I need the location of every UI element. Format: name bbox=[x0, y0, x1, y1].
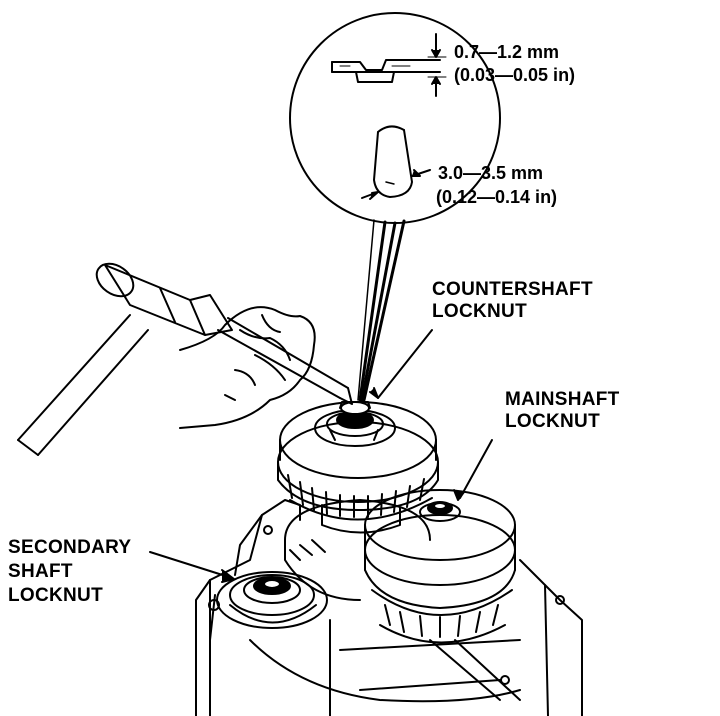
secondary-label-line1: SECONDARY bbox=[8, 537, 132, 558]
leader-lines bbox=[149, 329, 493, 583]
mainshaft-gear-icon bbox=[364, 489, 516, 644]
countershaft-label-line1: COUNTERSHAFT bbox=[432, 279, 593, 300]
idler-gear-icon bbox=[284, 499, 431, 601]
staked-section-icon bbox=[331, 33, 447, 97]
mainshaft-label-line1: MAINSHAFT bbox=[505, 389, 620, 410]
secondary-label-line2: SHAFT bbox=[8, 561, 73, 582]
hand-icon bbox=[179, 306, 316, 429]
stake-depth-imperial: (0.03—0.05 in) bbox=[454, 65, 576, 85]
locknut-icon bbox=[314, 401, 396, 447]
punch-tip-imperial: (0.12—0.14 in) bbox=[436, 187, 558, 207]
punch-tool-icon bbox=[217, 317, 353, 405]
countershaft-label-line2: LOCKNUT bbox=[432, 301, 527, 322]
punch-tip-icon bbox=[361, 125, 431, 200]
punch-tip-metric: 3.0—3.5 mm bbox=[438, 163, 544, 183]
countershaft-gear-icon bbox=[277, 401, 439, 534]
hammer-icon bbox=[17, 262, 233, 456]
secondary-label-line3: LOCKNUT bbox=[8, 585, 103, 606]
secondary-shaft-assembly bbox=[216, 571, 328, 629]
transmission-housing-icon bbox=[195, 499, 583, 716]
stake-depth-metric: 0.7—1.2 mm bbox=[454, 42, 560, 62]
detail-magnifier-icon bbox=[289, 12, 501, 402]
mainshaft-label-line2: LOCKNUT bbox=[505, 411, 600, 432]
